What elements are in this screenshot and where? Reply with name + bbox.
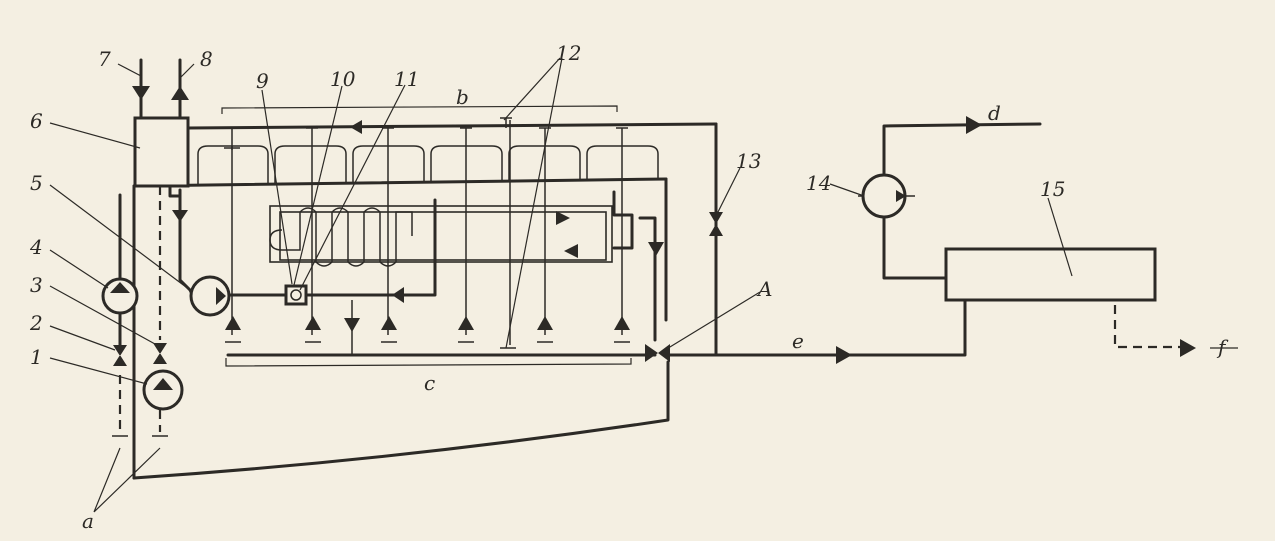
label-8: 8 bbox=[200, 47, 213, 71]
label-d: d bbox=[988, 101, 1001, 125]
leader-lines bbox=[49, 57, 1238, 513]
pump-1-arrow-icon bbox=[153, 378, 173, 390]
label-11: 11 bbox=[394, 67, 419, 91]
label-a: a bbox=[82, 509, 94, 533]
dashed-lines bbox=[118, 186, 1180, 435]
label-7: 7 bbox=[98, 47, 111, 71]
engine-block bbox=[269, 205, 613, 263]
label-5: 5 bbox=[30, 171, 43, 195]
label-3: 3 bbox=[30, 273, 43, 297]
label-f: f bbox=[1216, 335, 1229, 359]
tick-marks bbox=[226, 117, 628, 129]
pump-5-arrow-icon bbox=[216, 287, 226, 305]
label-1: 1 bbox=[30, 345, 43, 369]
labels: 7 8 6 5 4 3 2 1 9 10 11 12 b 13 14 15 d … bbox=[29, 41, 1229, 533]
tank-6 bbox=[133, 116, 190, 188]
arrow-down-icon bbox=[132, 86, 150, 100]
engine-inner bbox=[279, 211, 607, 261]
label-6: 6 bbox=[30, 109, 43, 133]
pump-4-arrow-icon bbox=[110, 282, 130, 293]
label-c: c bbox=[424, 371, 435, 395]
pump-4 bbox=[101, 277, 139, 315]
injector-lines bbox=[224, 120, 623, 355]
label-A: A bbox=[756, 277, 772, 301]
bracket-c bbox=[225, 358, 632, 367]
tank-15 bbox=[944, 247, 1157, 302]
label-14: 14 bbox=[806, 171, 831, 195]
valve-A-icon bbox=[645, 344, 670, 362]
valve-2-icon bbox=[113, 345, 127, 366]
flow-arrows bbox=[172, 116, 1196, 364]
label-b: b bbox=[456, 85, 469, 109]
pump-5 bbox=[189, 275, 231, 317]
label-2: 2 bbox=[29, 311, 43, 335]
label-4: 4 bbox=[29, 235, 43, 259]
manifold-triangles bbox=[225, 316, 630, 349]
arrow-up-icon bbox=[171, 86, 189, 100]
valve-3-icon bbox=[153, 343, 167, 364]
label-15: 15 bbox=[1040, 177, 1065, 201]
label-e: e bbox=[792, 329, 804, 353]
label-13: 13 bbox=[736, 149, 761, 173]
valve-13-icon bbox=[709, 212, 723, 236]
label-12: 12 bbox=[556, 41, 581, 65]
filter-9 bbox=[284, 284, 308, 306]
label-10: 10 bbox=[330, 67, 356, 91]
label-9: 9 bbox=[256, 69, 269, 93]
bracket-b bbox=[221, 105, 618, 114]
